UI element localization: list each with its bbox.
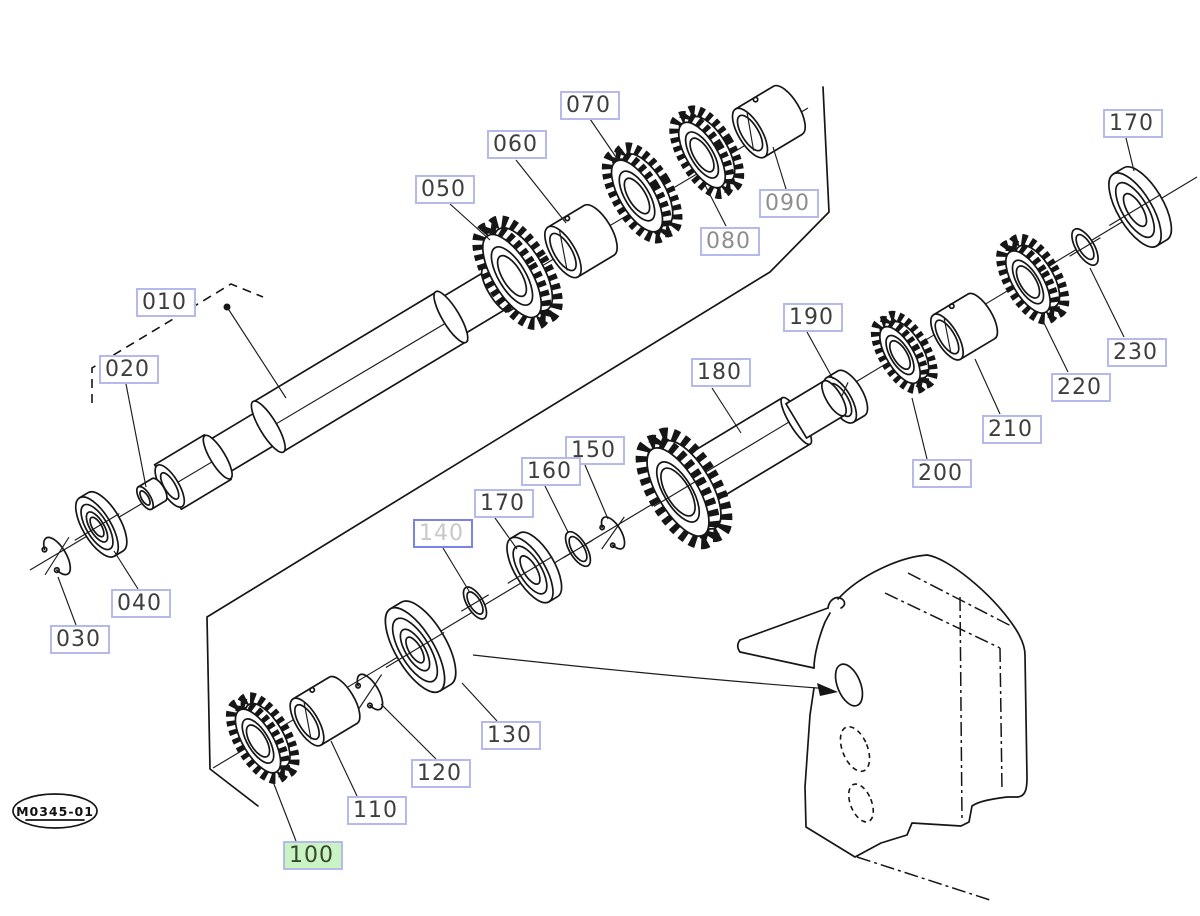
part-label-220[interactable]: 220 bbox=[1051, 373, 1111, 402]
bearing-130 bbox=[384, 600, 457, 694]
bearing-170-middle bbox=[506, 531, 563, 604]
snap-ring-120 bbox=[355, 673, 384, 711]
part-label-170-middle[interactable]: 170 bbox=[474, 489, 534, 518]
washer-230 bbox=[1069, 227, 1101, 267]
bushing-090 bbox=[731, 84, 807, 159]
bushing-060 bbox=[544, 203, 618, 279]
bearing-170-right bbox=[1108, 165, 1173, 248]
assembly-plane-outline bbox=[91, 86, 830, 807]
part-label-140[interactable]: 140 bbox=[413, 519, 473, 548]
transmission-housing bbox=[736, 554, 1028, 901]
snap-ring-030 bbox=[41, 536, 72, 576]
part-label-180[interactable]: 180 bbox=[691, 358, 751, 387]
counter-shaft-180 bbox=[680, 379, 847, 506]
part-label-160[interactable]: 160 bbox=[521, 457, 581, 486]
ring-140 bbox=[460, 586, 490, 620]
part-label-020[interactable]: 020 bbox=[99, 355, 159, 384]
gear-080 bbox=[669, 105, 745, 199]
snap-ring-150 bbox=[599, 516, 626, 550]
bushing-110 bbox=[289, 675, 361, 747]
gear-200 bbox=[870, 310, 938, 395]
part-label-210[interactable]: 210 bbox=[982, 415, 1042, 444]
part-label-230[interactable]: 230 bbox=[1107, 338, 1167, 367]
gear-180 bbox=[635, 427, 733, 550]
part-label-120[interactable]: 120 bbox=[411, 759, 471, 788]
housing-bore-hole bbox=[834, 663, 864, 707]
part-label-040[interactable]: 040 bbox=[111, 589, 171, 618]
bushing-210 bbox=[930, 292, 999, 361]
arrow-head bbox=[817, 683, 838, 696]
gear-050 bbox=[472, 215, 563, 331]
part-label-190[interactable]: 190 bbox=[783, 303, 843, 332]
part-label-200[interactable]: 200 bbox=[912, 459, 972, 488]
part-label-080[interactable]: 080 bbox=[700, 227, 760, 256]
part-label-030[interactable]: 030 bbox=[50, 625, 110, 654]
leader-lines bbox=[57, 118, 1135, 842]
part-label-010[interactable]: 010 bbox=[136, 288, 196, 317]
housing-hidden-hole bbox=[839, 725, 871, 773]
bearing-040 bbox=[74, 491, 128, 558]
housing-arrow-leader bbox=[472, 654, 831, 690]
housing-hidden-hole bbox=[847, 783, 875, 823]
part-label-100[interactable]: 100 bbox=[283, 841, 343, 870]
gear-070 bbox=[601, 142, 683, 244]
part-label-170-right[interactable]: 170 bbox=[1103, 109, 1163, 138]
part-label-050[interactable]: 050 bbox=[415, 175, 475, 204]
part-label-130[interactable]: 130 bbox=[481, 721, 541, 750]
code-stamp-text: M0345-01 bbox=[16, 804, 94, 819]
part-label-070[interactable]: 070 bbox=[560, 91, 620, 120]
gear-220 bbox=[996, 233, 1070, 325]
washer-160 bbox=[563, 530, 593, 568]
code-stamp: M0345-01 bbox=[12, 793, 98, 829]
part-label-090[interactable]: 090 bbox=[759, 189, 819, 218]
part-label-110[interactable]: 110 bbox=[347, 796, 407, 825]
input-shaft-010 bbox=[153, 257, 527, 511]
part-label-060[interactable]: 060 bbox=[487, 130, 547, 159]
